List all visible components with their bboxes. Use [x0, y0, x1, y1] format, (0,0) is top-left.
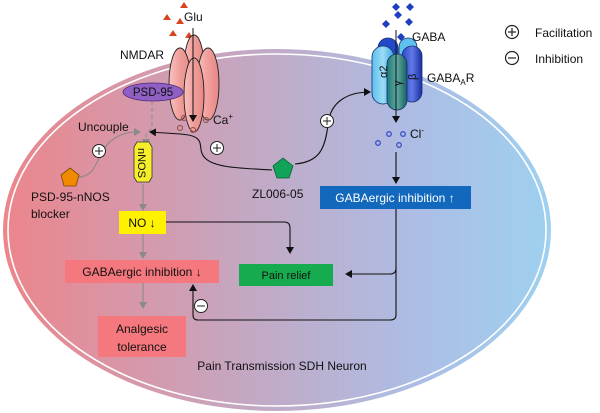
chloride-ions [375, 131, 406, 148]
gaba-up-box [320, 186, 471, 209]
glu-triangle-icon [180, 2, 188, 8]
pain-relief-box [239, 264, 333, 286]
gaba-down-label: GABAergic inhibition ↓ [82, 265, 201, 279]
chloride-label: Cl- [410, 126, 424, 141]
gaba-diamond-icon [394, 11, 402, 19]
inhibition-marker-gaba-down [194, 299, 208, 313]
gaba-molecules [382, 3, 414, 41]
blocker-label-line1: PSD-95-nNOS [31, 190, 110, 204]
facilitation-icon [504, 24, 520, 40]
psd95-nnos-link-dashed [142, 101, 153, 146]
no-box [119, 211, 166, 234]
facilitation-marker-drug-gabaar [320, 114, 334, 128]
beta-label: β [407, 74, 419, 80]
legend: Facilitation Inhibition [504, 24, 592, 66]
facilitation-marker-drug-uncouple [210, 141, 224, 155]
gaba-diamond-icon [406, 3, 414, 11]
gaba-up-label: GABAergic inhibition ↑ [335, 191, 454, 205]
glutamate-molecules [163, 2, 193, 38]
gabaar-label: GABAAR [427, 71, 475, 87]
gamma-label: γ [392, 80, 404, 86]
drug-pentagon-icon [272, 157, 294, 179]
drug-label: ZL006-05 [252, 187, 304, 201]
nmdar-label: NMDAR [120, 48, 164, 62]
nnos-label: nNOS [135, 148, 147, 178]
no-label: NO ↓ [128, 216, 155, 230]
cell-title: Pain Transmission SDH Neuron [197, 359, 366, 373]
pain-relief-label: Pain relief [262, 270, 312, 282]
uncouple-label: Uncouple [78, 120, 129, 134]
glu-triangle-icon [163, 14, 171, 20]
connectors [77, 88, 400, 321]
neuron-cell-body [3, 49, 551, 411]
gaba-up-inhibits-gaba-down-arrow [189, 268, 397, 321]
legend-inhibition-label: Inhibition [535, 52, 583, 66]
psd95-label: PSD-95 [133, 87, 173, 99]
legend-facilitation-label: Facilitation [535, 26, 592, 40]
blocker-to-uncouple-arrow [77, 128, 141, 178]
tolerance-box [98, 316, 186, 357]
gaba-diamond-icon [405, 18, 413, 26]
nmdar-channel [168, 34, 220, 133]
calcium-label: Ca+ [213, 112, 233, 127]
gaba-ligand-label: GABA [412, 30, 445, 44]
gaba-down-box [65, 260, 219, 283]
inhibition-icon [504, 50, 520, 66]
blocker-label-line2: blocker [31, 207, 70, 221]
tolerance-label-line1: Analgesic [116, 322, 168, 336]
blocker-pentagon-icon [60, 167, 80, 187]
glu-triangle-icon [169, 30, 177, 36]
neuron-membrane-inner-line [7, 53, 547, 407]
gaba-diamond-icon [382, 20, 390, 28]
no-to-pain-relief-arrow [166, 221, 294, 254]
gamma-subunit [386, 53, 408, 111]
psd95-scaffold [122, 82, 184, 102]
nnos-node [133, 141, 153, 183]
glu-label: Glu [184, 10, 203, 24]
alpha2-label: α2 [378, 66, 390, 78]
gaba-diamond-icon [392, 3, 400, 11]
calcium-ions [176, 114, 210, 134]
drug-to-uncouple-arrow [149, 128, 273, 171]
gabaa-receptor [371, 37, 423, 111]
facilitation-marker-blocker [92, 144, 106, 158]
gaba-diamond-icon [397, 33, 405, 41]
glu-triangle-icon [176, 18, 184, 24]
tolerance-label-line2: tolerance [117, 340, 167, 354]
